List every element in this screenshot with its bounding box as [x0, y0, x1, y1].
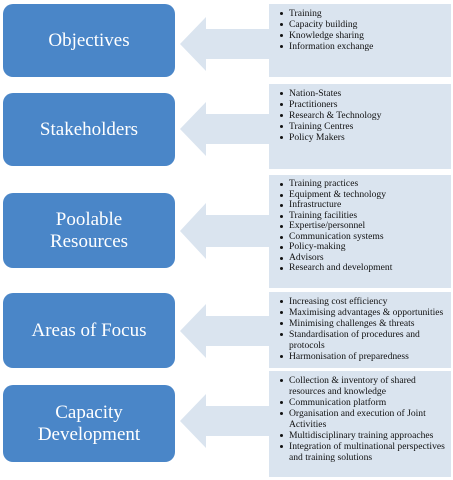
list-item: Knowledge sharing	[280, 30, 447, 41]
poolable-resources-list: Training practices Equipment & technolog…	[280, 178, 447, 274]
list-item: Maximising advantages & opportunities	[280, 307, 447, 318]
list-item: Training practices	[280, 178, 447, 190]
list-item: Research and development	[280, 262, 447, 274]
left-arrow-icon	[180, 17, 272, 71]
list-item: Expertise/personnel	[280, 220, 447, 232]
objectives-box: Objectives	[3, 4, 175, 77]
areas-of-focus-box: Areas of Focus	[3, 293, 175, 368]
poolable-resources-panel: Training practices Equipment & technolog…	[269, 175, 451, 288]
areas-of-focus-list: Increasing cost efficiency Maximising ad…	[280, 296, 447, 362]
list-item: Integration of multinational perspective…	[280, 441, 447, 463]
list-item: Communication platform	[280, 397, 447, 408]
list-item: Multidisciplinary training approaches	[280, 430, 447, 441]
capacity-development-box: Capacity Development	[3, 385, 175, 462]
list-item: Infrastructure	[280, 199, 447, 211]
list-item: Harmonisation of preparedness	[280, 351, 447, 362]
list-item: Practitioners	[280, 99, 447, 110]
list-item: Research & Technology	[280, 110, 447, 121]
list-item: Information exchange	[280, 41, 447, 52]
list-item: Increasing cost efficiency	[280, 296, 447, 307]
areas-of-focus-panel: Increasing cost efficiency Maximising ad…	[269, 292, 451, 368]
list-item: Equipment & technology	[280, 189, 447, 201]
list-item: Capacity building	[280, 19, 447, 30]
list-item: Standardisation of procedures and protoc…	[280, 329, 447, 351]
list-item: Training	[280, 8, 447, 19]
stakeholders-panel: Nation-States Practitioners Research & T…	[269, 84, 451, 169]
poolable-resources-box: Poolable Resources	[3, 193, 175, 268]
list-item: Training Centres	[280, 121, 447, 132]
list-item: Training facilities	[280, 210, 447, 222]
left-arrow-icon	[180, 102, 272, 156]
list-item: Nation-States	[280, 88, 447, 99]
stakeholders-list: Nation-States Practitioners Research & T…	[280, 88, 447, 143]
list-item: Policy Makers	[280, 132, 447, 143]
capacity-development-list: Collection & inventory of shared resourc…	[280, 375, 447, 463]
left-arrow-icon	[180, 203, 272, 259]
objectives-panel: Training Capacity building Knowledge sha…	[269, 4, 451, 77]
objectives-list: Training Capacity building Knowledge sha…	[280, 8, 447, 52]
list-item: Advisors	[280, 252, 447, 264]
list-item: Minimising challenges & threats	[280, 318, 447, 329]
list-item: Organisation and execution of Joint Acti…	[280, 408, 447, 430]
list-item: Communication systems	[280, 231, 447, 243]
left-arrow-icon	[180, 304, 272, 358]
list-item: Collection & inventory of shared resourc…	[280, 375, 447, 397]
list-item: Policy-making	[280, 241, 447, 253]
capacity-development-panel: Collection & inventory of shared resourc…	[269, 371, 451, 477]
left-arrow-icon	[180, 394, 272, 448]
stakeholders-box: Stakeholders	[3, 93, 175, 166]
